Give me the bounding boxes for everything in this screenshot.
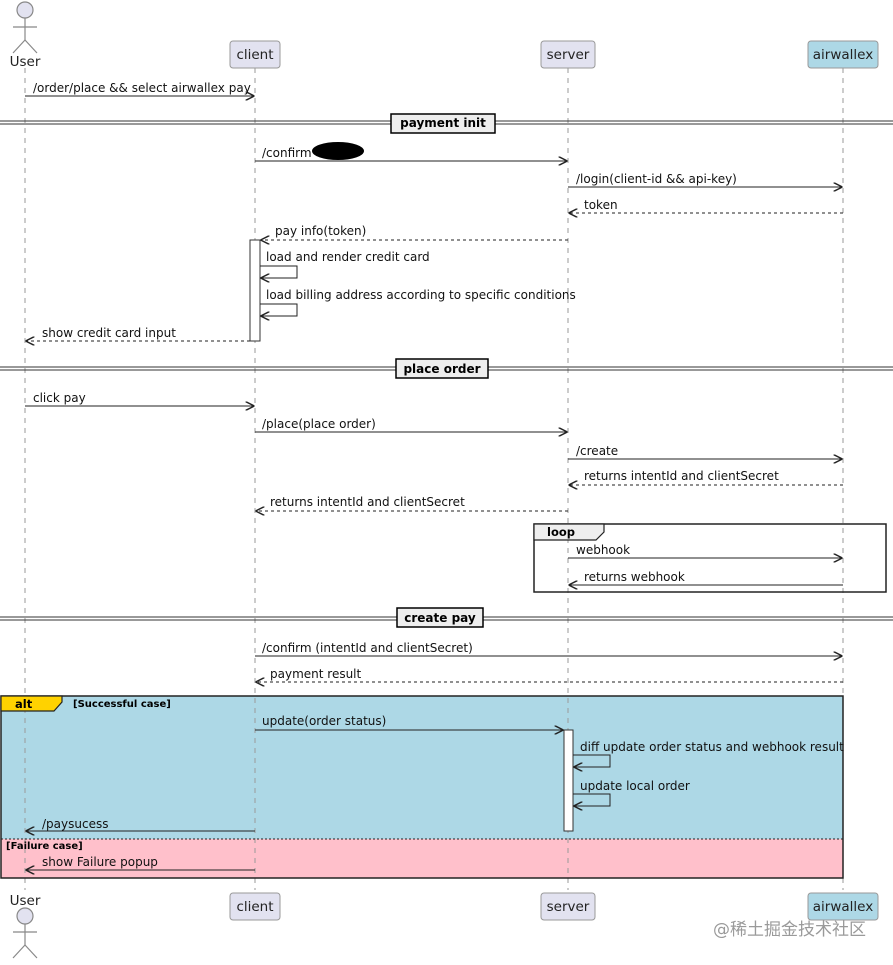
participant-server-label-bottom: server [547,899,590,915]
divider-create-pay [0,607,893,628]
participant-airwallex-label-bottom: airwallex [813,899,873,915]
message-label-18: update(order status) [262,714,386,728]
divider-place-order-label: place order [403,362,480,376]
message-label-5: pay info(token) [275,224,366,238]
message-label-2: /confirm [262,146,312,160]
alt-failure-condition: [Failure case] [6,841,83,852]
participant-airwallex-label-top: airwallex [813,47,873,63]
loop-fragment-label: loop [547,525,575,539]
watermark: @稀土掘金技术社区 [713,920,866,940]
activation-server-1 [563,729,574,832]
loop-fragment [533,523,887,593]
participant-user-label-top: User [10,54,41,70]
message-label-15: returns webhook [584,570,685,584]
message-label-21: /paysucess [42,817,108,831]
divider-payment-init-label: payment init [400,116,486,130]
message-label-11: /create [576,444,618,458]
message-label-6: load and render credit card [266,250,430,264]
message-label-1: /order/place && select airwallex pay [33,81,251,95]
message-label-20: update local order [580,779,690,793]
message-label-9: click pay [33,391,86,405]
divider-create-pay-label: create pay [404,611,476,625]
redaction-blot [312,142,364,160]
alt-fragment-label: alt [15,697,33,711]
actor-user-bottom [12,907,38,959]
participant-airwallex-top [807,40,879,69]
message-arrow-7 [260,303,298,316]
participant-user-label-bottom: User [10,893,41,909]
alt-fragment [0,695,844,879]
message-label-4: token [584,198,618,212]
message-arrow-6 [260,265,298,278]
participant-client-label-top: client [236,47,273,63]
participant-client-top [229,40,281,69]
participant-server-label-top: server [547,47,590,63]
participant-server-top [540,40,596,69]
participant-server-bottom [540,892,596,921]
message-label-12: returns intentId and clientSecret [584,469,779,483]
message-label-17: payment result [270,667,362,681]
participant-client-label-bottom: client [236,899,273,915]
message-label-7: load billing address according to specif… [266,288,576,302]
message-label-14: webhook [576,543,630,557]
alt-success-region [1,696,843,839]
activation-client-1 [249,239,261,342]
participant-airwallex-bottom [807,892,879,921]
alt-success-condition: [Successful case] [73,699,171,710]
message-label-8: show credit card input [42,326,176,340]
message-label-19: diff update order status and webhook res… [580,740,844,754]
actor-user-top [12,1,38,54]
divider-place-order [0,358,893,379]
alt-failure-region [1,839,843,878]
message-label-13: returns intentId and clientSecret [270,495,465,509]
divider-payment-init [0,113,893,134]
message-label-10: /place(place order) [262,417,376,431]
message-arrow-20 [573,793,611,806]
participant-client-bottom [229,892,281,921]
message-label-16: /confirm (intentId and clientSecret) [262,641,473,655]
message-label-3: /login(client-id && api-key) [576,172,737,186]
message-arrow-19 [573,754,611,767]
message-label-22: show Failure popup [42,855,158,869]
